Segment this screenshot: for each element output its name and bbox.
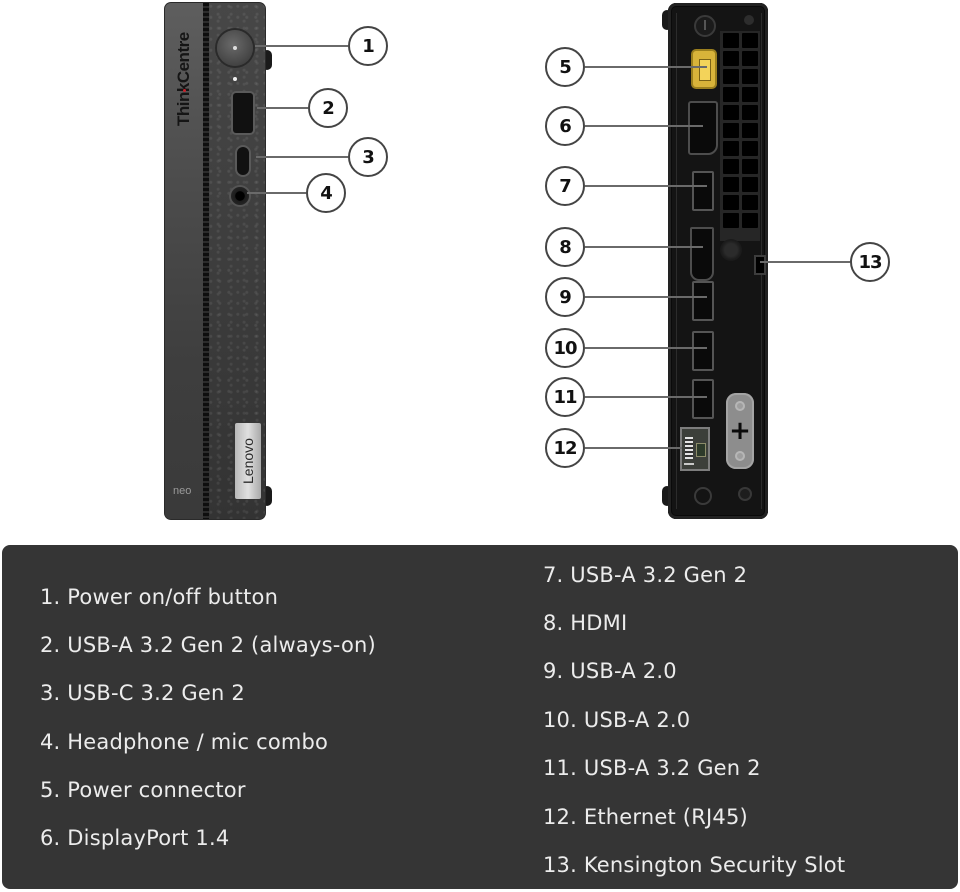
rear-usb-a-port-11-icon: [692, 379, 714, 419]
legend-item-6: 6. DisplayPort 1.4: [40, 826, 230, 850]
legend-item-10: 10. USB-A 2.0: [543, 708, 691, 732]
io-plate-hole-top: [735, 401, 745, 411]
callout-line-10: [585, 347, 707, 349]
callout-5: 5: [545, 47, 585, 87]
thumb-screw-icon: [720, 239, 742, 261]
hdmi-port-icon: [690, 227, 714, 281]
displayport-port-icon: [688, 101, 718, 155]
ethernet-pins: [685, 437, 693, 459]
power-connector-pin: [699, 59, 711, 81]
ethernet-led: [684, 463, 694, 465]
front-rubber-foot-top: [262, 50, 272, 70]
legend-item-11: 11. USB-A 3.2 Gen 2: [543, 756, 761, 780]
callout-line-12: [585, 447, 682, 449]
callout-6: 6: [545, 106, 585, 146]
lenovo-logo-text: Lenovo: [240, 438, 256, 484]
ethernet-latch: [696, 443, 706, 457]
legend-item-5: 5. Power connector: [40, 778, 246, 802]
legend-item-9: 9. USB-A 2.0: [543, 659, 677, 683]
callout-line-7: [585, 185, 707, 187]
legend-item-3: 3. USB-C 3.2 Gen 2: [40, 681, 245, 705]
front-usb-c-port-icon: [237, 147, 249, 175]
fan-vent-grid: [723, 33, 759, 233]
callout-3: 3: [348, 137, 388, 177]
expansion-io-plate: +: [726, 393, 754, 469]
callout-line-9: [585, 296, 707, 298]
callout-11: 11: [545, 377, 585, 417]
thinkcentre-logo: ThinkCentre: [174, 32, 193, 126]
rear-top-screw-icon: [744, 15, 754, 25]
io-plate-hole-bottom: [735, 451, 745, 461]
front-vent-strip: [203, 3, 209, 519]
legend-item-7: 7. USB-A 3.2 Gen 2: [543, 563, 748, 587]
callout-line-5: [585, 66, 707, 68]
kensington-slot-icon: [754, 255, 766, 275]
power-button-icon: [217, 30, 253, 66]
callout-9: 9: [545, 277, 585, 317]
rear-rubber-foot-top: [662, 10, 672, 30]
rear-bottom-lock-icon: [694, 487, 712, 505]
legend-item-13: 13. Kensington Security Slot: [543, 853, 846, 877]
ethernet-port-icon: [680, 427, 710, 471]
callout-line-3: [256, 156, 348, 158]
callout-line-6: [585, 125, 703, 127]
callout-1: 1: [348, 26, 388, 66]
legend-item-4: 4. Headphone / mic combo: [40, 730, 329, 754]
callout-line-8: [585, 246, 703, 248]
rear-device: +: [668, 3, 768, 519]
legend-panel: [2, 545, 958, 889]
lenovo-badge: Lenovo: [235, 423, 261, 499]
callout-line-1: [255, 45, 348, 47]
callout-13: 13: [850, 242, 890, 282]
callout-line-13: [760, 261, 850, 263]
front-device: ThinkCentre neo Lenovo: [165, 3, 265, 519]
rear-bottom-screw-icon: [740, 489, 750, 499]
front-rubber-foot-bottom: [262, 486, 272, 506]
rear-usb-a-port-9-icon: [692, 281, 714, 321]
front-usb-a-port-icon: [233, 93, 253, 133]
callout-2: 2: [308, 88, 348, 128]
legend-item-1: 1. Power on/off button: [40, 585, 279, 609]
callout-8: 8: [545, 227, 585, 267]
power-button-indicator: [233, 46, 237, 50]
legend-item-8: 8. HDMI: [543, 611, 628, 635]
power-connector-port-icon: [693, 51, 715, 87]
callout-line-4: [247, 192, 306, 194]
legend-item-12: 12. Ethernet (RJ45): [543, 805, 748, 829]
callout-line-11: [585, 396, 707, 398]
rear-top-lock-icon: [694, 15, 716, 37]
rear-usb-a-port-7-icon: [692, 171, 714, 211]
rear-rubber-foot-bottom: [662, 486, 672, 506]
rear-usb-a-port-10-icon: [692, 331, 714, 371]
headphone-jack-icon: [231, 187, 249, 205]
callout-line-2: [257, 107, 308, 109]
status-led-icon: [233, 77, 237, 81]
callout-7: 7: [545, 166, 585, 206]
callout-4: 4: [306, 173, 346, 213]
legend-item-2: 2. USB-A 3.2 Gen 2 (always-on): [40, 633, 376, 657]
neo-label: neo: [173, 485, 192, 497]
callout-10: 10: [545, 328, 585, 368]
callout-12: 12: [545, 428, 585, 468]
thinkcentre-red-dot: [183, 89, 186, 92]
plus-icon: +: [729, 416, 751, 446]
